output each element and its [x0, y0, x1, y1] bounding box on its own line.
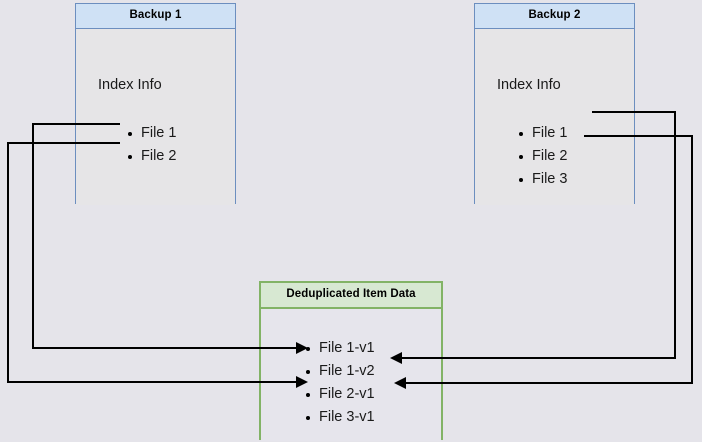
backup-1-file-list: File 1 File 2	[127, 122, 176, 168]
list-item[interactable]: File 3	[518, 168, 567, 191]
list-item[interactable]: File 2	[518, 145, 567, 168]
list-item[interactable]: File 2-v1	[305, 383, 375, 406]
backup-1-index-info-label: Index Info	[98, 76, 162, 93]
list-item[interactable]: File 3-v1	[305, 406, 375, 429]
backup-2-index-info-label: Index Info	[497, 76, 561, 93]
node-deduplicated-item-data-body: File 1-v1 File 1-v2 File 2-v1 File 3-v1	[261, 308, 441, 441]
node-backup-2[interactable]: Backup 2 Index Info File 1 File 2 File 3	[474, 3, 635, 205]
node-deduplicated-item-data-title: Deduplicated Item Data	[261, 283, 441, 309]
node-backup-1[interactable]: Backup 1 Index Info File 1 File 2	[75, 3, 236, 205]
list-item[interactable]: File 1-v2	[305, 360, 375, 383]
list-item[interactable]: File 1-v1	[305, 337, 375, 360]
backup-2-file-list: File 1 File 2 File 3	[518, 122, 567, 191]
node-backup-1-title: Backup 1	[76, 4, 235, 29]
list-item[interactable]: File 1	[518, 122, 567, 145]
dedup-file-list: File 1-v1 File 1-v2 File 2-v1 File 3-v1	[305, 337, 375, 429]
list-item[interactable]: File 2	[127, 145, 176, 168]
list-item[interactable]: File 1	[127, 122, 176, 145]
node-backup-2-title: Backup 2	[475, 4, 634, 29]
node-backup-2-body: Index Info File 1 File 2 File 3	[475, 28, 634, 205]
node-backup-1-body: Index Info File 1 File 2	[76, 28, 235, 205]
node-deduplicated-item-data[interactable]: Deduplicated Item Data File 1-v1 File 1-…	[259, 281, 443, 441]
